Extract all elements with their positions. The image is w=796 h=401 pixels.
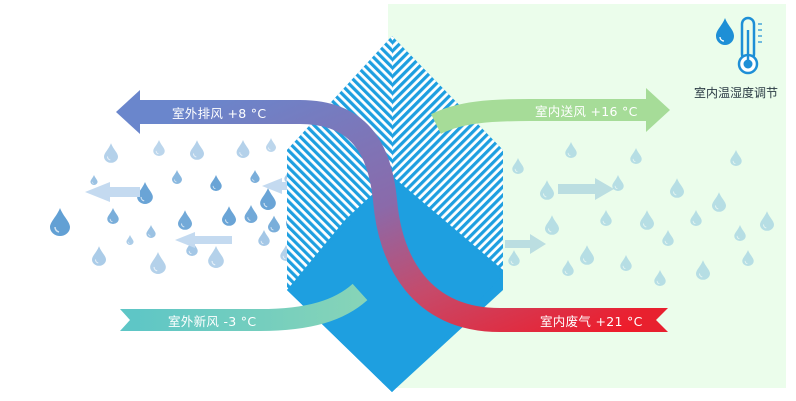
icon-caption: 室内温湿度调节 [694, 86, 779, 100]
fresh-outdoor-label: 室外新风 -3 °C [168, 314, 257, 329]
humidity-thermometer-icon [716, 16, 762, 75]
exhaust-and-waste-flow [116, 90, 668, 332]
exhaust-outdoor-label: 室外排风 +8 °C [172, 106, 267, 121]
fresh-air-flow [120, 283, 368, 331]
indoor-flow-arrows [505, 178, 614, 254]
outdoor-droplets [50, 138, 300, 274]
indoor-droplets [508, 142, 774, 286]
supply-air-flow [431, 88, 670, 135]
supply-indoor-label: 室内送风 +16 °C [535, 104, 638, 119]
outdoor-flow-arrows [85, 178, 312, 248]
waste-indoor-label: 室内废气 +21 °C [540, 314, 643, 329]
